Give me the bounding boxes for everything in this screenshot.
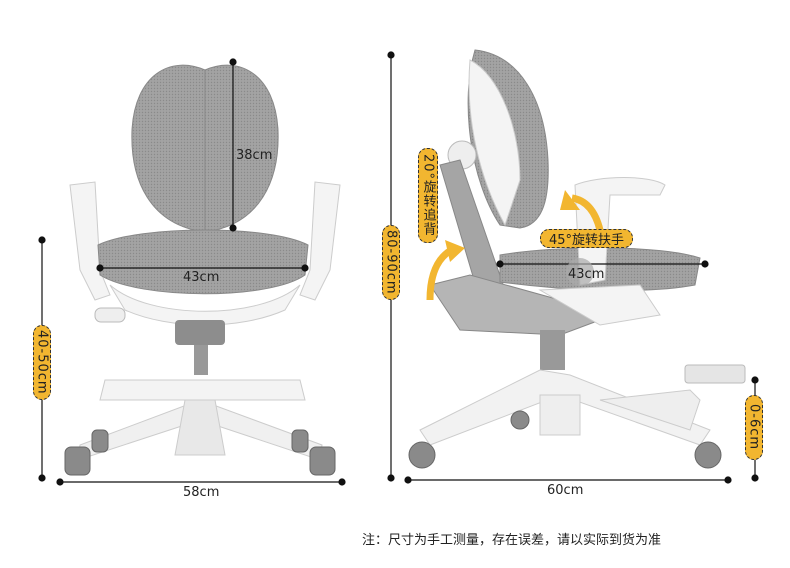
- seat: [97, 229, 309, 295]
- side-chair: [408, 49, 746, 469]
- backrest-left-lobe: [131, 64, 206, 233]
- measurement-note: 注：尺寸为手工测量，存在误差，请以实际到货为准: [362, 533, 662, 548]
- backrest-right-lobe: [204, 64, 279, 233]
- armrest-rotation-badge: 45°旋转扶手: [540, 229, 633, 248]
- seat-depth-label: 43cm: [568, 267, 605, 282]
- footrest-height-badge: 0-6cm: [745, 395, 763, 460]
- front-chair: [64, 64, 341, 476]
- right-armrest: [299, 181, 341, 301]
- base-depth-label: 60cm: [547, 483, 584, 498]
- backrest-rotation-badge: 20°旋转追背: [418, 148, 438, 243]
- seat-height-badge: 40-50cm: [33, 325, 51, 400]
- total-height-badge: 80-90cm: [382, 225, 400, 300]
- side-armrest: [574, 177, 666, 286]
- base-width-label: 58cm: [183, 485, 220, 500]
- seat-width-label: 43cm: [183, 270, 220, 285]
- left-armrest: [69, 181, 111, 301]
- backrest-height-label: 38cm: [236, 148, 273, 163]
